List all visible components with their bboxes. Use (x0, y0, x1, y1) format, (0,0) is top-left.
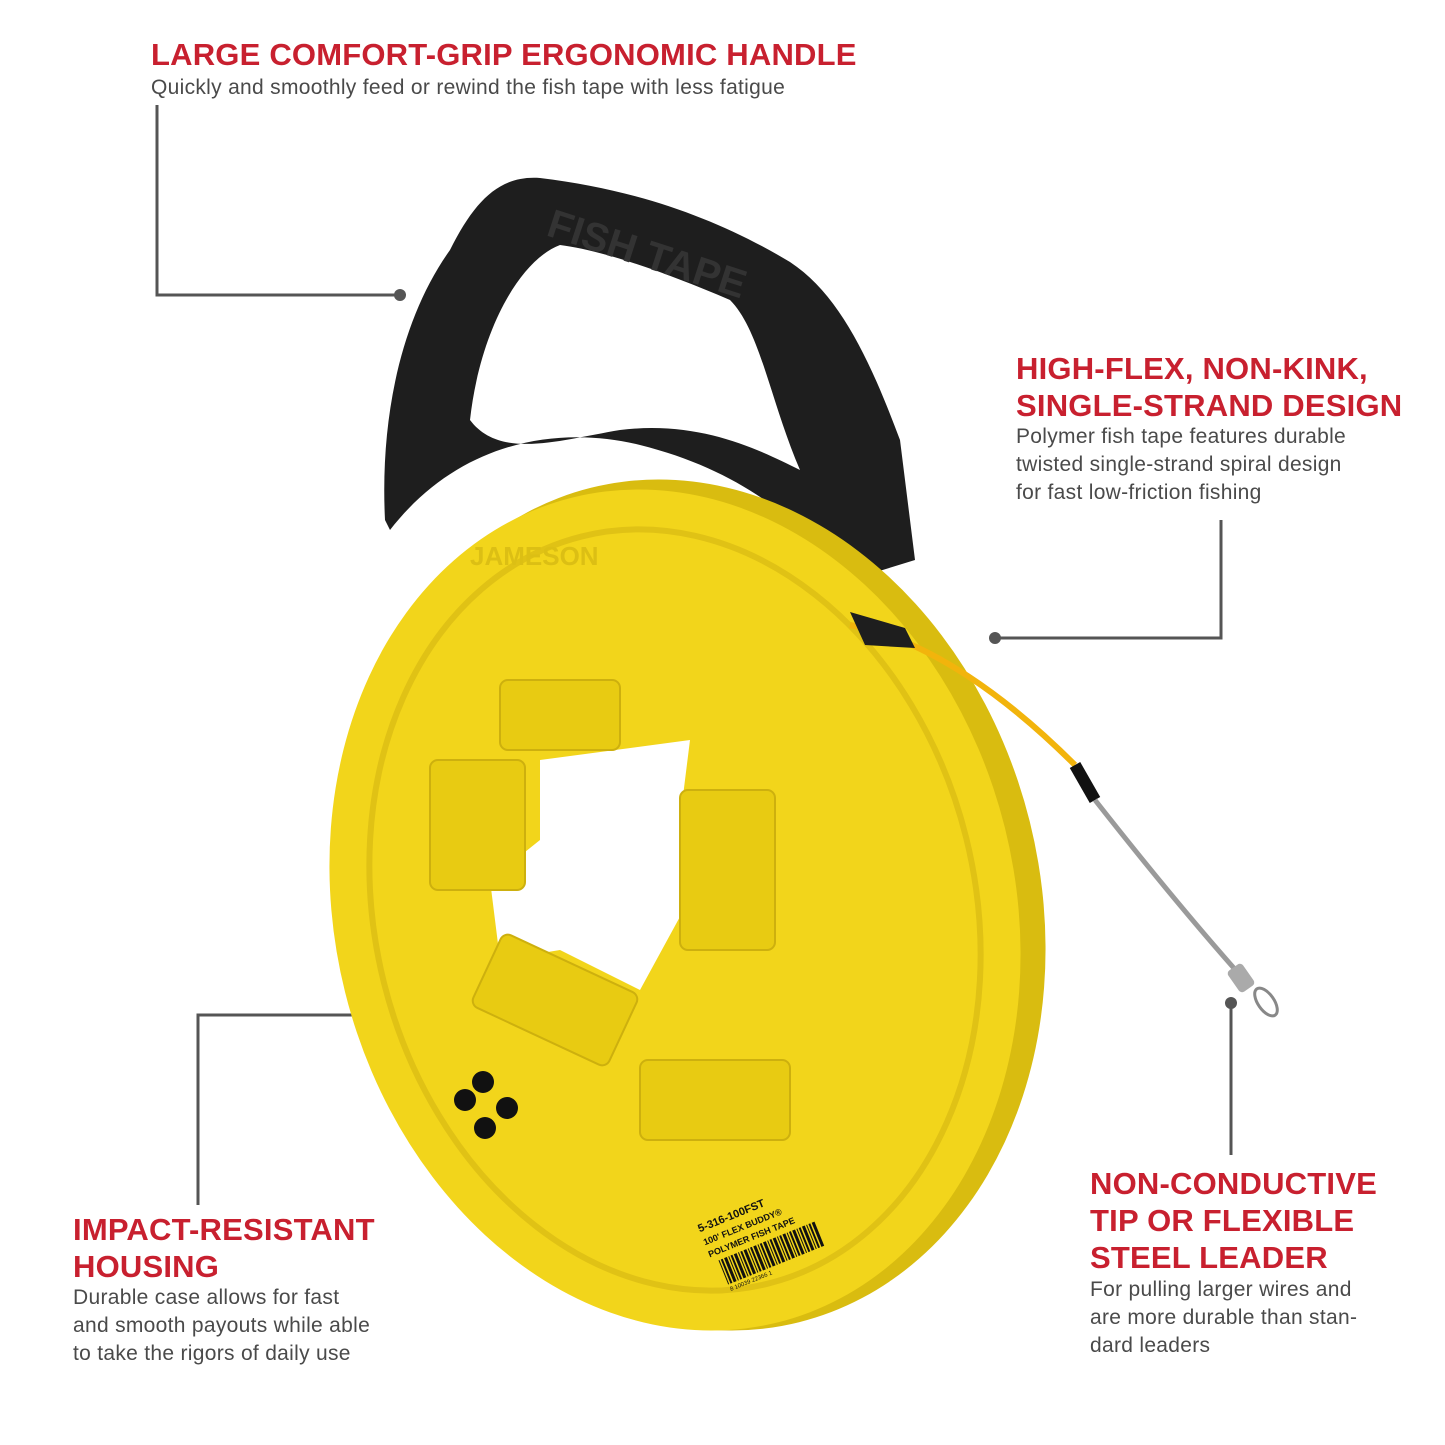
barcode-bar (786, 1232, 798, 1257)
barcode-bar (728, 1256, 739, 1281)
barcode-bar (798, 1227, 811, 1253)
barcode-bar (750, 1246, 762, 1272)
barcode-bar (796, 1228, 808, 1254)
design-callout-title-1: HIGH-FLEX, NON-KINK, (1016, 351, 1368, 386)
barcode-bar (772, 1237, 786, 1263)
tip-callout-desc-1: For pulling larger wires and (1090, 1278, 1352, 1301)
barcode-bar (753, 1245, 766, 1271)
callout-dot (989, 632, 1001, 644)
tape-guide (850, 612, 915, 648)
tip-callout-title-3: STEEL LEADER (1090, 1240, 1328, 1275)
barcode-bar (792, 1229, 805, 1255)
tip-callout-desc-2: are more durable than stan- (1090, 1306, 1358, 1329)
design-callout-desc-2: twisted single-strand spiral design (1016, 453, 1342, 476)
housing-callout-desc-1: Durable case allows for fast (73, 1286, 340, 1309)
barcode-bar (788, 1231, 801, 1257)
barcode-bar (747, 1248, 759, 1273)
leader-lines (155, 105, 1233, 1205)
housing-callout-desc-3: to take the rigors of daily use (73, 1342, 351, 1365)
barcode-bar (743, 1249, 757, 1275)
safety-icons (454, 1071, 518, 1139)
tip-callout-desc-3: dard leaders (1090, 1334, 1211, 1357)
barcode-bar (782, 1233, 795, 1259)
brand-logo: JAMESON (470, 541, 599, 571)
leader-tip (1227, 963, 1255, 993)
barcode-bar (724, 1257, 737, 1283)
reel-center-opening (490, 740, 700, 990)
housing-callout-title-2: HOUSING (73, 1249, 220, 1284)
barcode-bar (779, 1235, 791, 1260)
barcode-bar (808, 1223, 821, 1249)
design-callout-desc-3: for fast low-friction fishing (1016, 481, 1262, 504)
barcode-bar (762, 1241, 776, 1267)
barcode-bar (801, 1225, 815, 1251)
barcode-bar (757, 1244, 769, 1269)
handle (384, 177, 916, 580)
barcode-bar (769, 1239, 782, 1264)
tip-callout-title-1: NON-CONDUCTIVE (1090, 1166, 1377, 1201)
callout-dot (394, 289, 406, 301)
barcode-bar (737, 1252, 749, 1277)
barcode-bar (776, 1236, 788, 1261)
barcode-bar (733, 1253, 747, 1279)
handle-callout-title: LARGE COMFORT-GRIP ERGONOMIC HANDLE (151, 37, 857, 72)
barcode-bar (806, 1224, 817, 1250)
callout-dot (1225, 997, 1237, 1009)
housing-callout-desc-2: and smooth payouts while able (73, 1314, 371, 1337)
barcode-bar (730, 1254, 743, 1280)
barcode-bar (720, 1258, 733, 1284)
handle-callout-desc: Quickly and smoothly feed or rewind the … (151, 76, 786, 99)
barcode-bar (767, 1240, 778, 1265)
tip-callout-title-2: TIP OR FLEXIBLE (1090, 1203, 1355, 1238)
design-callout-desc-1: Polymer fish tape features durable (1016, 425, 1347, 448)
barcode (718, 1221, 825, 1285)
tape-ferrule (1069, 762, 1101, 803)
housing-callout-title-1: IMPACT-RESISTANT (73, 1212, 375, 1247)
steel-leader (1093, 798, 1242, 977)
design-callout-title-2: SINGLE-STRAND DESIGN (1016, 388, 1403, 423)
barcode-bar (811, 1221, 825, 1247)
barcode-bar (718, 1260, 730, 1285)
barcode-bar (759, 1242, 772, 1268)
barcode-bar (740, 1250, 752, 1276)
